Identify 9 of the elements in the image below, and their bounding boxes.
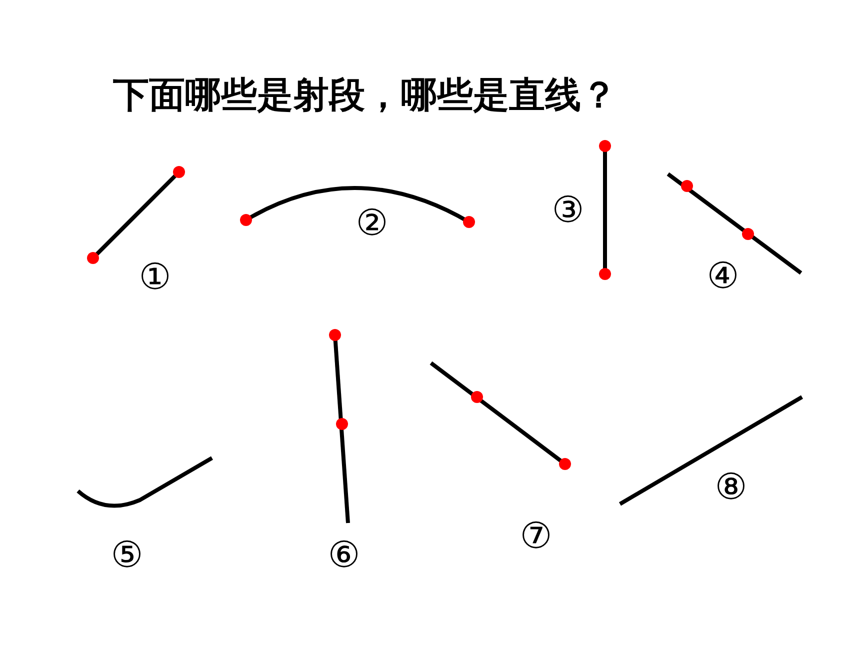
- callout-number: ②: [356, 206, 388, 242]
- callout-number: ①: [138, 260, 172, 296]
- callout-number: ⑥: [328, 538, 360, 574]
- callout-number: ⑤: [110, 538, 144, 574]
- callout-number: ⑧: [714, 470, 748, 506]
- callout-number: ⑦: [520, 519, 552, 555]
- callout-number: ③: [552, 193, 584, 229]
- question-heading: 下面哪些是射段，哪些是直线？: [113, 78, 617, 114]
- callout-number: ④: [706, 259, 740, 295]
